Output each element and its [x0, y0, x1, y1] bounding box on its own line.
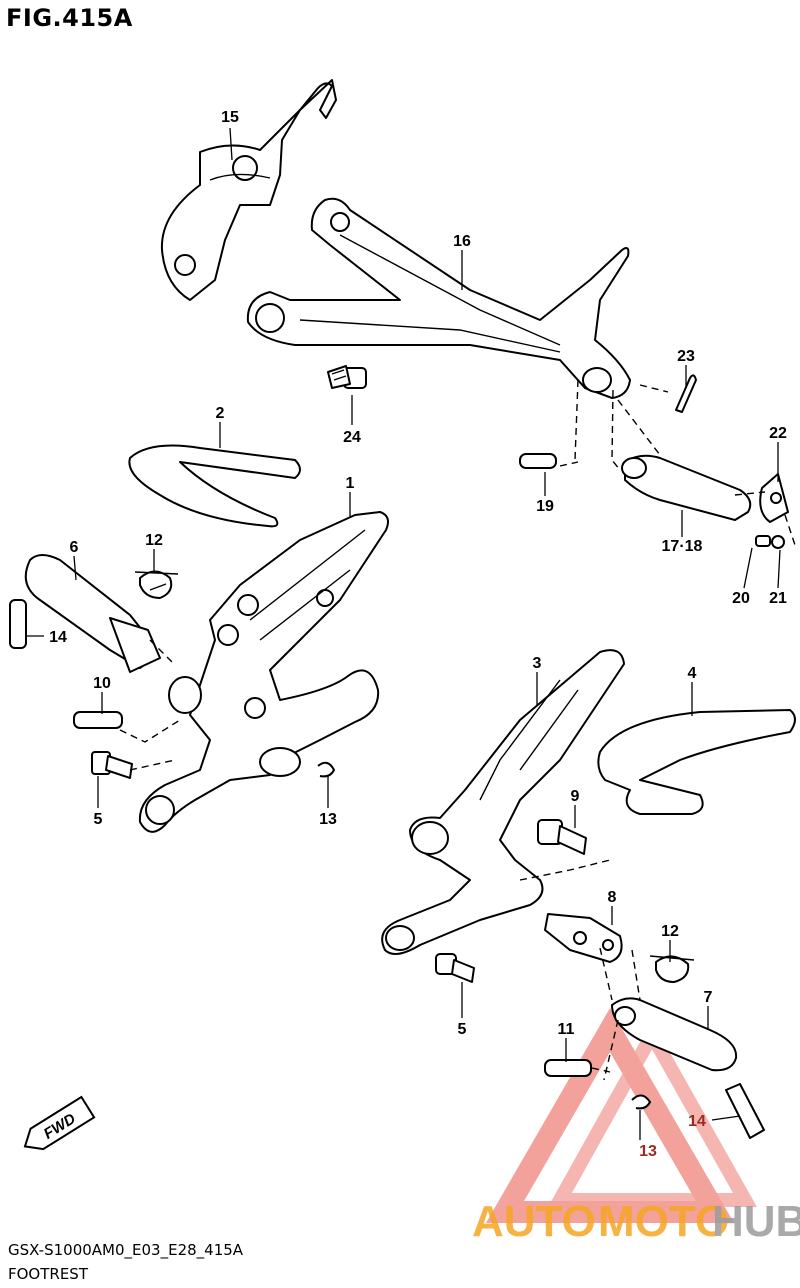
- watermark-wordmark: AUTO MOTO HUB: [472, 1197, 800, 1246]
- callout-23: 23: [677, 348, 695, 365]
- callout-7: 7: [704, 989, 713, 1006]
- part-17-18-rear-footpeg: [621, 454, 752, 521]
- callout-19: 19: [536, 498, 554, 515]
- part-14-pin-right: [725, 1083, 765, 1139]
- callout-21: 21: [769, 590, 787, 607]
- part-19-pin: [519, 453, 557, 469]
- part-4-heel-guard: [597, 709, 796, 815]
- watermark-hub: HUB: [712, 1197, 800, 1246]
- watermark-logo: [485, 1007, 757, 1223]
- callout-11: 11: [558, 1021, 575, 1038]
- callout-5-left: 5: [94, 811, 103, 828]
- part-2-heel-guard: [128, 444, 301, 528]
- part-7-rear-footpeg: [611, 997, 738, 1072]
- callout-3: 3: [533, 655, 542, 672]
- callout-8: 8: [608, 889, 617, 906]
- part-11-pin: [544, 1059, 592, 1077]
- part-23-cotter-pin: [675, 374, 697, 413]
- callout-2: 2: [216, 405, 225, 422]
- fwd-direction-badge: FWD: [23, 1095, 96, 1151]
- callout-13-right: 13: [639, 1143, 657, 1160]
- callout-12-right: 12: [661, 923, 679, 940]
- callout-20: 20: [732, 590, 750, 607]
- part-14-pin-left: [9, 599, 27, 649]
- watermark-auto: AUTO: [472, 1197, 596, 1246]
- part-6-front-footpeg: [24, 554, 161, 673]
- callout-5-right: 5: [458, 1021, 467, 1038]
- figure-code: GSX-S1000AM0_E03_E28_415A: [8, 1241, 244, 1259]
- figure-title: FIG.415A: [6, 4, 133, 32]
- part-24-bolt: [327, 365, 367, 389]
- callout-15: 15: [221, 109, 239, 126]
- part-13-eclip-left: [317, 761, 335, 778]
- callout-10: 10: [93, 675, 111, 692]
- watermark-moto: MOTO: [598, 1197, 729, 1246]
- callout-6: 6: [70, 539, 79, 556]
- callout-4: 4: [688, 665, 697, 682]
- part-21-ball: [771, 535, 785, 549]
- callout-13-left: 13: [319, 811, 337, 828]
- assembly-lines: [119, 379, 796, 1081]
- callout-9: 9: [571, 788, 580, 805]
- figure-caption: FOOTREST: [8, 1265, 88, 1283]
- part-8-pivot: [544, 913, 623, 963]
- part-10-pin: [73, 711, 123, 729]
- callout-16: 16: [453, 233, 471, 250]
- part-5-bolt-left: [91, 751, 133, 779]
- callout-labels: 15 16 23 24 2 22 19 1 17·18 6 12 20 21 1…: [49, 109, 787, 1160]
- part-15-bracket-cover: [160, 79, 337, 301]
- callout-24: 24: [343, 429, 361, 446]
- part-12-spring-right: [649, 955, 695, 983]
- part-16-rear-bracket: [246, 197, 631, 399]
- callout-14-left: 14: [49, 629, 67, 646]
- part-22-plate: [759, 473, 789, 523]
- part-12-spring-left: [134, 570, 179, 599]
- part-3-right-bracket: [381, 649, 625, 955]
- callout-1: 1: [346, 475, 355, 492]
- part-5-bolt-right: [435, 953, 475, 983]
- leader-lines: [26, 127, 781, 1140]
- part-9-bolt: [537, 819, 587, 855]
- callout-22: 22: [769, 425, 787, 442]
- part-20-spring: [755, 535, 771, 547]
- part-1-front-bracket: [138, 511, 389, 833]
- part-13-eclip-right: [631, 1094, 651, 1110]
- callout-17-18: 17·18: [662, 538, 703, 555]
- callout-14-right: 14: [688, 1113, 706, 1130]
- callout-12-left: 12: [145, 532, 163, 549]
